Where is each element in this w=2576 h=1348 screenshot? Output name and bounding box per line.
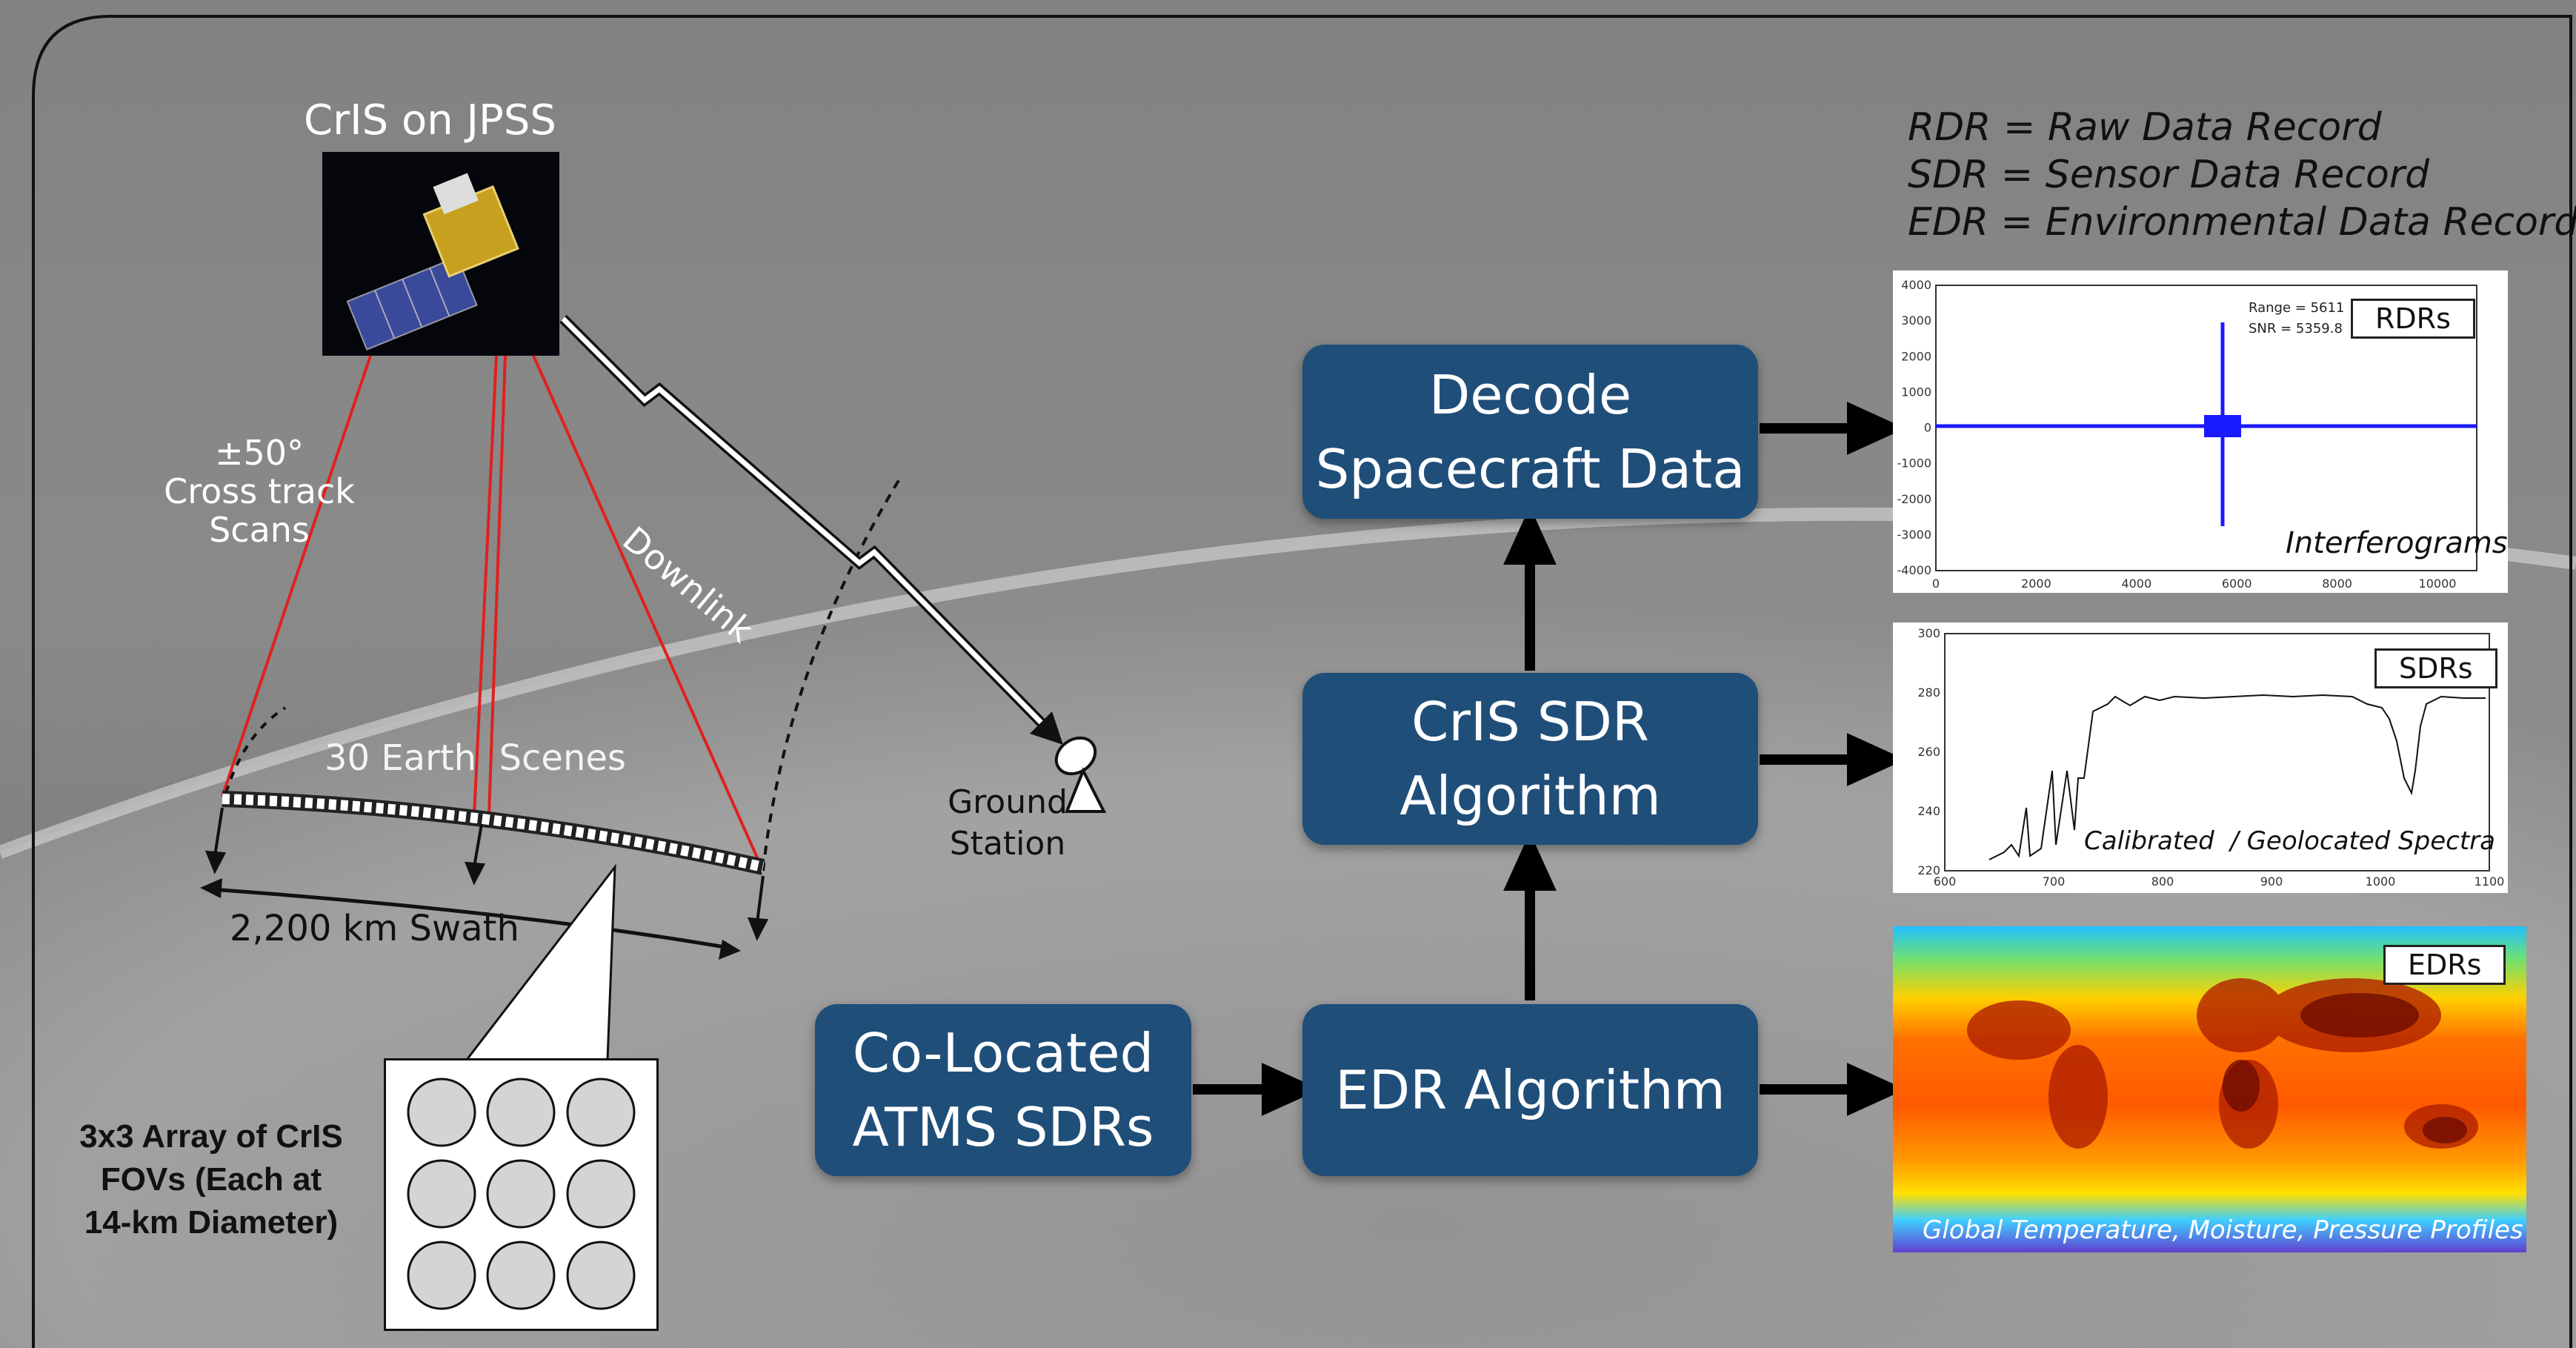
legend-edr: EDR = Environmental Data Record xyxy=(1908,200,2576,245)
ground-station-line2: Station xyxy=(949,825,1066,863)
fov-circle xyxy=(407,1159,476,1229)
fov-circle xyxy=(566,1159,636,1229)
sdr-x-tick: 800 xyxy=(2151,874,2174,889)
fov-circle xyxy=(486,1159,556,1229)
fov-line2: FOVs (Each at xyxy=(100,1161,322,1198)
fov-circle xyxy=(407,1241,476,1310)
sdr-caption: Calibrated / Geolocated Spectra xyxy=(2084,826,2495,856)
spectra-plot: 300 280 260 240 220 600 700 800 900 1000 1100 xyxy=(1917,626,2505,889)
atms-box: Co-Located ATMS SDRs xyxy=(815,1004,1191,1176)
fov-circle xyxy=(486,1241,556,1310)
scenes-label: 30 Earth Scenes xyxy=(325,737,626,779)
satellite-image xyxy=(322,152,559,356)
sdr-x-tick: 1000 xyxy=(2366,874,2396,889)
decode-line2: Spacecraft Data xyxy=(1315,437,1745,500)
atms-line2: ATMS SDRs xyxy=(852,1096,1154,1158)
edr-panel: EDRs Global Temperature, Moisture, Press… xyxy=(1893,926,2526,1252)
ground-station-label: Ground Station xyxy=(930,782,1085,865)
sdr-tag: SDRs xyxy=(2374,648,2497,688)
fov-circle xyxy=(407,1078,476,1147)
edr-algorithm-box: EDR Algorithm xyxy=(1302,1004,1758,1176)
sdr-y-tick: 240 xyxy=(1917,804,1940,818)
rdr-caption: Interferograms xyxy=(2286,526,2508,560)
rdr-y-tick: -4000 xyxy=(1897,563,1932,577)
rdr-y-tick: 1000 xyxy=(1901,385,1931,399)
fov-line1: 3x3 Array of CrIS xyxy=(79,1118,343,1155)
legend-sdr: SDR = Sensor Data Record xyxy=(1908,153,2430,197)
rdr-range-text: Range = 5611 xyxy=(2249,300,2345,316)
sdr-line1: CrIS SDR xyxy=(1411,691,1649,753)
edr-tag: EDRs xyxy=(2383,945,2506,985)
fov-circle xyxy=(566,1241,636,1310)
swath-label: 2,200 km Swath xyxy=(230,908,519,949)
fov-circle xyxy=(566,1078,636,1147)
fov-line3: 14-km Diameter) xyxy=(84,1204,339,1241)
sdr-x-tick: 600 xyxy=(1934,874,1957,889)
sdr-panel: 300 280 260 240 220 600 700 800 900 1000 1100 SDR… xyxy=(1893,622,2508,893)
atms-line1: Co-Located xyxy=(852,1022,1154,1084)
sdr-algorithm-box: CrIS SDR Algorithm xyxy=(1302,673,1758,845)
rdr-snr-text: SNR = 5359.8 xyxy=(2249,321,2343,336)
scan-lines xyxy=(221,355,765,871)
rdr-tag: RDRs xyxy=(2351,299,2475,339)
rdr-x-tick: 2000 xyxy=(2021,577,2051,591)
rdr-y-tick: -2000 xyxy=(1897,492,1932,506)
sdr-y-tick: 220 xyxy=(1917,863,1940,877)
rdr-x-tick: 10000 xyxy=(2419,577,2457,591)
sdr-x-tick: 1100 xyxy=(2475,874,2505,889)
rdr-y-tick: -1000 xyxy=(1897,456,1932,471)
scan-angle: ±50° xyxy=(214,433,304,473)
sdr-line2: Algorithm xyxy=(1400,765,1661,827)
satellite-icon xyxy=(322,152,559,356)
fov-circles xyxy=(407,1078,636,1310)
rdr-x-tick: 4000 xyxy=(2121,577,2151,591)
sdr-x-tick: 700 xyxy=(2043,874,2066,889)
fov-array-label: 3x3 Array of CrIS FOVs (Each at 14-km Di… xyxy=(41,1115,382,1244)
rdr-x-tick: 6000 xyxy=(2222,577,2252,591)
rdr-y-tick: 3000 xyxy=(1901,313,1931,328)
legend: RDR = Raw Data Record SDR = Sensor Data … xyxy=(1908,104,2576,246)
sdr-x-tick: 900 xyxy=(2260,874,2283,889)
scan-line1: Cross track xyxy=(164,471,355,511)
sdr-y-tick: 300 xyxy=(1917,626,1940,640)
fov-array-box xyxy=(384,1058,659,1331)
rdr-y-tick: 0 xyxy=(1924,421,1931,435)
rdr-y-tick: -3000 xyxy=(1897,528,1932,542)
legend-rdr: RDR = Raw Data Record xyxy=(1908,105,2382,150)
rdr-x-tick: 0 xyxy=(1932,577,1940,591)
satellite-title: CrIS on JPSS xyxy=(304,96,556,145)
scan-label: ±50° Cross track Scans xyxy=(163,434,356,549)
edr-line1: EDR Algorithm xyxy=(1335,1059,1725,1121)
edr-caption: Global Temperature, Moisture, Pressure P… xyxy=(1923,1215,2523,1245)
sdr-y-tick: 260 xyxy=(1917,745,1940,759)
rdr-x-tick: 8000 xyxy=(2322,577,2352,591)
ground-station-line1: Ground xyxy=(948,783,1068,821)
rdr-y-tick: 2000 xyxy=(1901,349,1931,363)
sdr-y-tick: 280 xyxy=(1917,685,1940,700)
fov-circle xyxy=(486,1078,556,1147)
decode-line1: Decode xyxy=(1428,363,1632,426)
dish-icon xyxy=(1054,736,1107,813)
scan-line2: Scans xyxy=(209,510,310,550)
rdr-y-tick: 4000 xyxy=(1901,278,1931,292)
decode-box: Decode Spacecraft Data xyxy=(1302,345,1758,519)
